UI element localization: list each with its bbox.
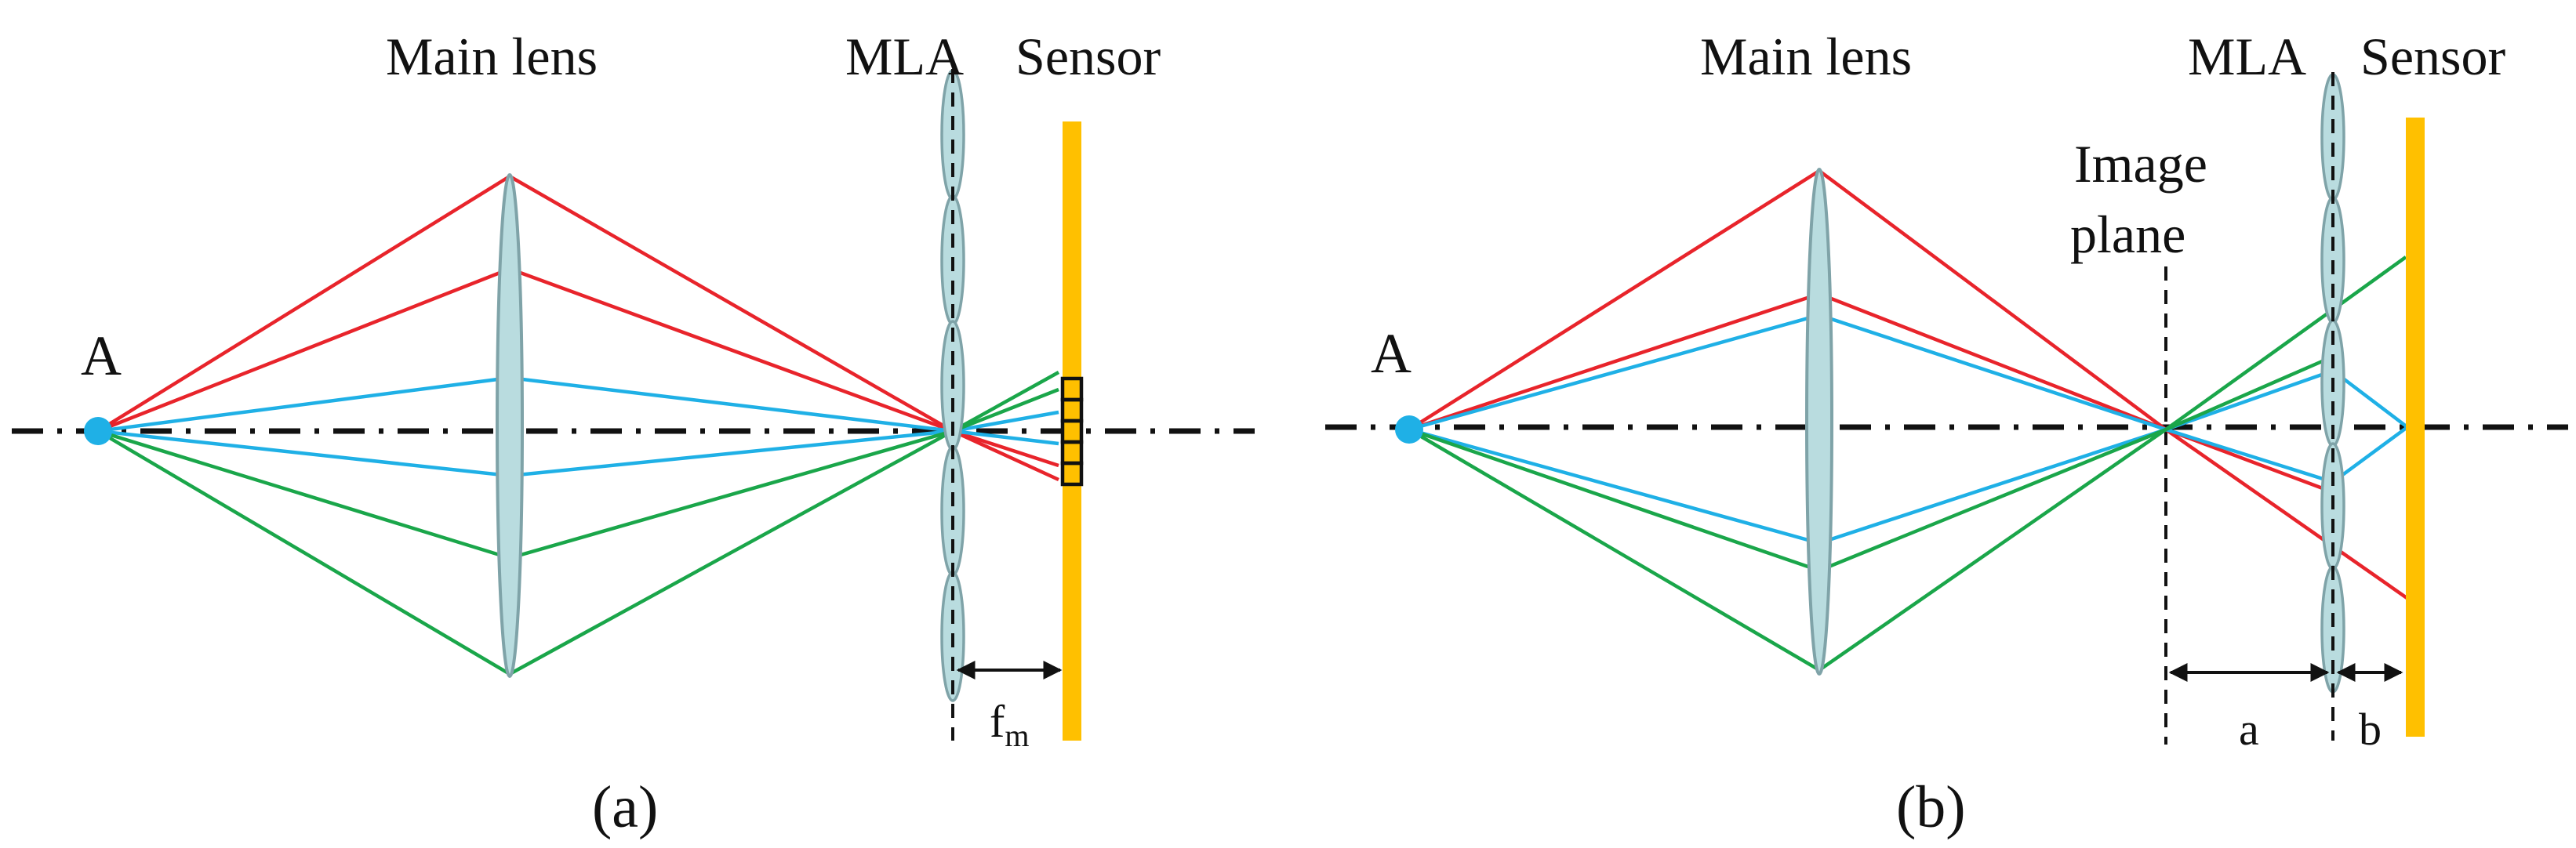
- sensor-b: [2406, 118, 2425, 737]
- ray-blue-lower-a: [97, 429, 1059, 478]
- ray-green-inner-a: [97, 371, 1060, 560]
- rays-a: [96, 174, 1060, 676]
- main-lens-label-a: Main lens: [386, 27, 598, 86]
- main-lens-b: [1805, 168, 1833, 676]
- sensor-label-b: Sensor: [2360, 27, 2505, 86]
- ray-green-inner-b: [1408, 354, 2334, 573]
- panel-b: A Main lens MLA Sensor Image plane a b (…: [1325, 27, 2568, 840]
- main-lens-a: [496, 173, 524, 678]
- ray-green-outer-a: [96, 387, 1059, 676]
- point-a-label: A: [81, 324, 122, 387]
- sensor-a: [1063, 121, 1081, 741]
- ray-green-outer-b: [1408, 255, 2407, 672]
- point-b-label: A: [1371, 322, 1412, 385]
- rays-b: [1408, 169, 2413, 672]
- object-point-b: [1395, 415, 1423, 444]
- micro-lens-array-b: [2320, 72, 2345, 741]
- caption-b: (b): [1896, 774, 1966, 840]
- mla-label-b: MLA: [2188, 27, 2306, 86]
- sensor-label-a: Sensor: [1016, 27, 1161, 86]
- mla-label-a: MLA: [845, 27, 964, 86]
- ray-red-inner-a: [97, 266, 1059, 468]
- main-lens-label-b: Main lens: [1700, 27, 1912, 86]
- image-plane-label-line1: Image: [2074, 134, 2207, 194]
- caption-a: (a): [592, 774, 658, 840]
- focal-length-label-a: fm: [990, 696, 1029, 753]
- ray-red-inner-b: [1408, 292, 2334, 495]
- ray-blue-upper-a: [97, 375, 1059, 433]
- image-plane-label-line2: plane: [2070, 205, 2185, 264]
- distance-b-label: b: [2359, 704, 2382, 755]
- ray-red-outer-a: [96, 174, 1059, 482]
- sensor-pixels-a: [1060, 376, 1084, 487]
- panel-a: A Main lens MLA Sensor fm (a): [12, 27, 1255, 840]
- object-point-a: [84, 417, 112, 445]
- micro-lens-array-a: [940, 69, 965, 741]
- distance-a-label: a: [2239, 704, 2259, 755]
